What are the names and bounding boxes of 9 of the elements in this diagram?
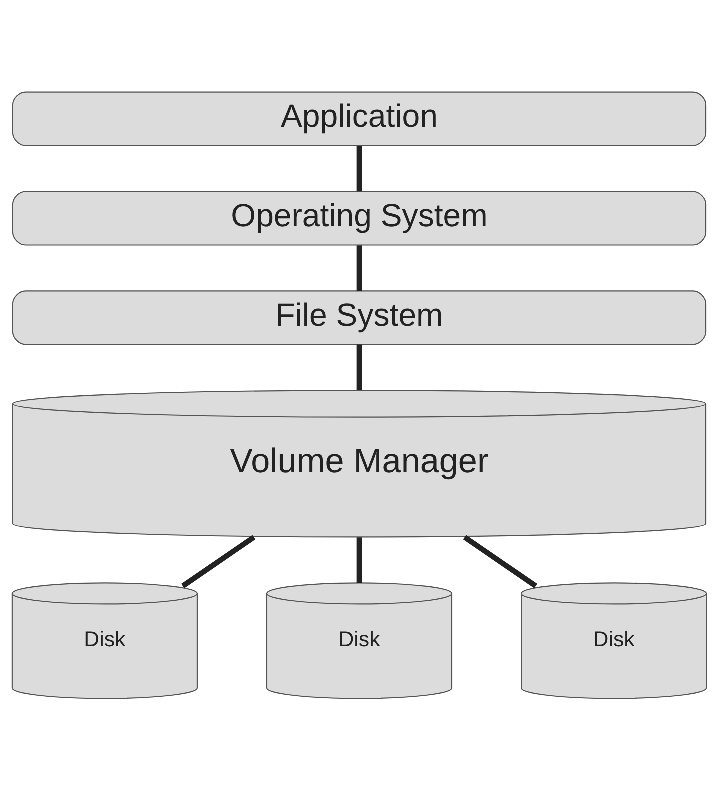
connector <box>182 535 256 588</box>
connector <box>463 535 538 588</box>
node-box: Operating System <box>12 191 707 246</box>
connector <box>356 146 362 192</box>
node-box: Application <box>12 92 707 146</box>
node-box: File System <box>12 290 707 346</box>
connector <box>356 538 362 584</box>
connector <box>356 344 362 390</box>
connector <box>356 246 362 292</box>
